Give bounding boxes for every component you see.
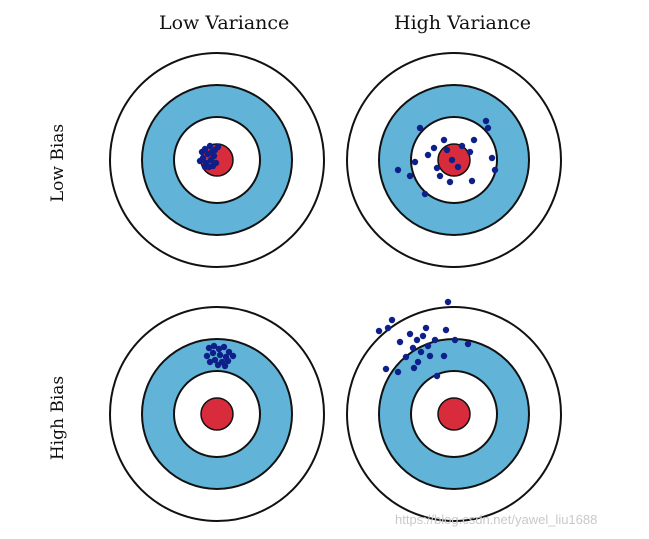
watermark: https://blog.csdn.net/yawel_liu1688 [395,512,598,527]
dot [394,368,402,376]
dot [210,342,218,350]
dot [388,316,396,324]
dot [464,340,472,348]
dot [402,353,410,361]
target-high-bias-high-variance [346,298,562,522]
dot [484,124,492,132]
dot [458,142,466,150]
dot [215,345,223,353]
dot [229,352,237,360]
dot [396,338,404,346]
dot [451,336,459,344]
dot-cluster [203,342,237,370]
dot [208,148,216,156]
dot [203,352,211,360]
dot [440,352,448,360]
dot [216,351,224,359]
target-low-bias-low-variance [109,52,325,268]
dot [426,352,434,360]
dot [382,365,390,373]
dot [406,330,414,338]
dot [436,172,444,180]
dot [416,124,424,132]
target-high-bias-low-variance [109,306,325,522]
dot [211,356,219,364]
dot [205,344,213,352]
dot [394,166,402,174]
dot [442,326,450,334]
dot [220,343,228,351]
dot-cluster [196,142,222,171]
dot [209,162,217,170]
dot [214,143,222,151]
dot [433,164,441,172]
dot [443,146,451,154]
dot [206,358,214,366]
dot [424,342,432,350]
bullseye [200,397,234,431]
dot [224,357,232,365]
dot [209,349,217,357]
dot [214,361,222,369]
dot [419,332,427,340]
dot [440,136,448,144]
dot [466,148,474,156]
dot [417,348,425,356]
dot [411,158,419,166]
dot [491,166,499,174]
dot [198,148,206,156]
dot [422,324,430,332]
dot [196,157,204,165]
dot [221,362,229,370]
dot [384,324,392,332]
dot-cluster [375,298,472,380]
dot [470,136,478,144]
dot [433,372,441,380]
header-low-variance: Low Variance [159,12,290,34]
dot [413,336,421,344]
dot [206,142,214,150]
dot [454,163,462,171]
dot [488,154,496,162]
dot [430,144,438,152]
dot [431,336,439,344]
dot [225,348,233,356]
dot [482,117,490,125]
target-low-bias-high-variance [346,52,562,268]
dot [410,364,418,372]
dot [201,163,209,171]
bullseye [437,397,471,431]
dot [421,190,429,198]
dot-cluster [394,117,499,198]
dot [448,156,456,164]
dot [406,172,414,180]
dot [446,178,454,186]
dot [375,327,383,335]
dot [414,358,422,366]
header-high-variance: High Variance [394,12,531,34]
dot [424,151,432,159]
dot [444,298,452,306]
dot [409,344,417,352]
dot [468,177,476,185]
